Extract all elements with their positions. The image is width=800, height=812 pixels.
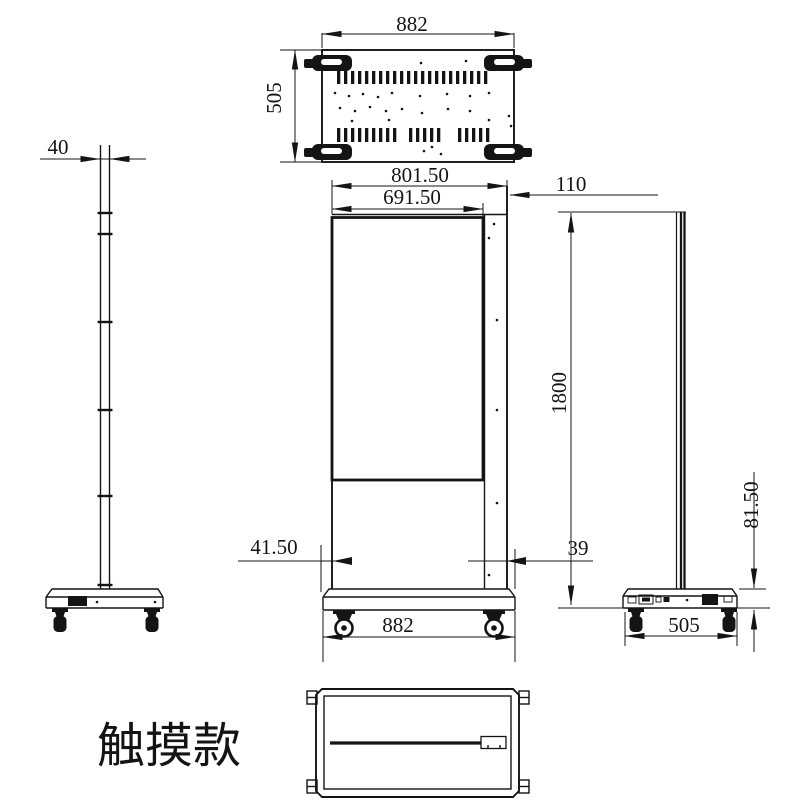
switch-icon bbox=[663, 597, 670, 602]
side-holes bbox=[487, 222, 499, 577]
power-socket-icon bbox=[638, 594, 654, 605]
caster-icon bbox=[484, 144, 532, 160]
screen-outline bbox=[330, 216, 485, 482]
handle-notch bbox=[480, 735, 507, 750]
caster-icon bbox=[304, 55, 352, 71]
dim-height: 1800 bbox=[547, 372, 571, 414]
power-inlet bbox=[68, 596, 87, 606]
screw-holes bbox=[333, 59, 513, 156]
caster-icon bbox=[721, 608, 737, 632]
caption-text: 触摸款 bbox=[97, 720, 241, 773]
right-side-view: 81.50 505 bbox=[558, 211, 770, 652]
caster-icon bbox=[304, 144, 352, 160]
switch-icon bbox=[655, 596, 662, 603]
front-view: 801.50 691.50 110 1800 41.50 39 882 bbox=[238, 163, 658, 662]
caster-icon bbox=[144, 608, 160, 632]
bottom-view-outline bbox=[315, 688, 520, 798]
dim-right-offset: 39 bbox=[568, 536, 589, 560]
top-view-outline bbox=[321, 49, 515, 163]
pole-joint-marks bbox=[97, 211, 113, 587]
bottom-view bbox=[306, 688, 530, 798]
caster-icon bbox=[628, 608, 644, 632]
vent-slots bbox=[337, 71, 490, 142]
dim-overall-width: 801.50 bbox=[391, 163, 449, 187]
port-icon bbox=[723, 595, 733, 603]
dim-side-depth: 110 bbox=[556, 172, 587, 196]
caster-icon bbox=[481, 608, 507, 638]
dim-left-offset: 41.50 bbox=[250, 535, 297, 559]
caster-icon bbox=[484, 55, 532, 71]
caster-icon bbox=[331, 608, 357, 638]
dim-top-width: 882 bbox=[396, 12, 428, 36]
dim-pole-width: 40 bbox=[48, 135, 69, 159]
dim-top-depth: 505 bbox=[262, 82, 286, 114]
top-view: 882 505 bbox=[262, 12, 532, 163]
dim-screen-width: 691.50 bbox=[383, 185, 441, 209]
port-icon bbox=[627, 596, 637, 604]
dim-base-width: 882 bbox=[382, 613, 414, 637]
dim-side-base-height: 81.50 bbox=[739, 481, 763, 528]
caster-icon bbox=[52, 608, 68, 632]
vent-panel bbox=[702, 594, 718, 605]
dim-side-base-depth: 505 bbox=[668, 613, 700, 637]
left-side-view: 40 bbox=[40, 135, 164, 632]
